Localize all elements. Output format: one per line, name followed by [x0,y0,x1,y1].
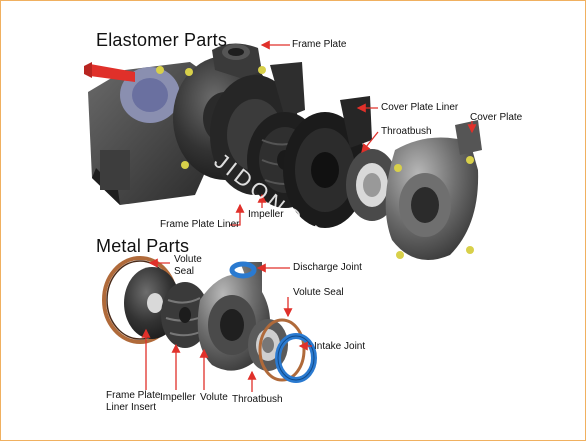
label-throatbush-bottom: Throatbush [232,394,283,405]
label-frame-plate-liner-insert-line1: Frame Plate [106,390,161,401]
throatbush-top [346,149,398,221]
label-intake-joint: Intake Joint [314,341,366,352]
label-discharge-joint: Discharge Joint [293,262,362,273]
label-volute: Volute [200,392,228,403]
label-cover-plate: Cover Plate [470,112,523,123]
label-volute-seal-left-line2: Seal [174,266,195,277]
bolts-yellow [156,66,474,259]
impeller-bottom [161,282,209,348]
label-frame-plate: Frame Plate [292,39,347,50]
label-impeller-top: Impeller [248,209,284,220]
intake-joint [275,333,317,383]
discharge-joint [229,261,257,279]
callout-arrows [141,40,477,392]
label-volute-seal-left-line1: Volute [174,254,202,265]
label-frame-plate-liner-insert: Frame Plate Liner Insert [106,390,160,414]
section-heading-metal: Metal Parts [96,236,190,256]
cover-plate [385,120,482,260]
label-throatbush-top: Throatbush [381,126,432,137]
label-frame-plate-liner-insert-line2: Liner Insert [106,402,157,413]
section-heading-elastomer: Elastomer Parts [96,30,228,50]
label-volute-seal-right: Volute Seal [293,287,344,298]
label-volute-seal-left: Volute Seal [174,254,202,278]
label-cover-plate-liner: Cover Plate Liner [381,102,459,113]
label-impeller-bottom: Impeller [160,392,196,403]
label-frame-plate-liner: Frame Plate Liner [160,219,240,230]
cover-plate-liner [283,96,372,228]
